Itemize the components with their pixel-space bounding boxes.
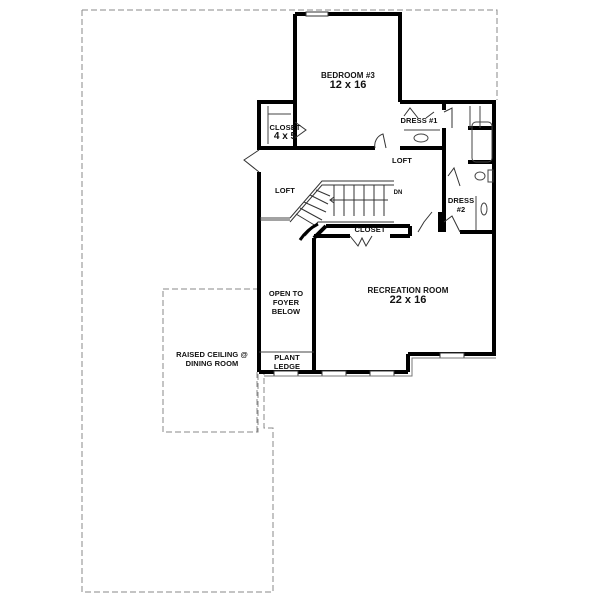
- room-size: 22 x 16: [389, 294, 427, 306]
- stair-down-label: DN: [394, 190, 403, 196]
- label-line: RAISED CEILING @: [176, 350, 248, 359]
- label-line: FOYER: [272, 298, 300, 307]
- staircase: [289, 180, 394, 241]
- bedroom3-label: BEDROOM #3 12 x 16: [321, 72, 375, 91]
- room-name: CLOSET: [269, 123, 301, 132]
- room-name: BEDROOM #3: [321, 71, 375, 80]
- label-line: LEDGE: [273, 362, 301, 371]
- label-line: PLANT: [274, 353, 300, 362]
- room-name: RECREATION ROOM: [367, 286, 449, 295]
- plant-ledge-label: PLANT LEDGE: [274, 353, 300, 371]
- first-floor-outline: [81, 9, 498, 593]
- doors: [243, 107, 461, 248]
- dress2-label: DRESS #2: [448, 196, 474, 214]
- recreation-room-label: RECREATION ROOM 22 x 16: [368, 287, 449, 306]
- closet-upper-label: CLOSET 4 x 5: [269, 124, 300, 142]
- room-size: 4 x 5: [273, 130, 297, 142]
- room-name-line2: #2: [456, 205, 466, 214]
- raised-ceiling-label: RAISED CEILING @ DINING ROOM: [176, 350, 248, 368]
- stair-direction: DN: [393, 190, 403, 196]
- loft-left-label: LOFT: [275, 187, 295, 195]
- closet-lower-label: CLOSET: [354, 226, 385, 234]
- windows: [273, 11, 465, 377]
- room-name: LOFT: [392, 156, 412, 165]
- loft-right-label: LOFT: [392, 157, 412, 165]
- label-line: OPEN TO: [268, 289, 304, 298]
- room-name: LOFT: [275, 186, 295, 195]
- exterior-offset: [264, 357, 496, 377]
- room-name: DRESS #1: [400, 116, 438, 125]
- label-line: DINING ROOM: [185, 359, 239, 368]
- open-foyer-label: OPEN TO FOYER BELOW: [269, 289, 303, 316]
- thin-lines: [259, 106, 494, 353]
- dress1-label: DRESS #1: [400, 117, 437, 125]
- room-name: DRESS: [447, 196, 475, 205]
- room-name: CLOSET: [354, 225, 386, 234]
- label-line: BELOW: [271, 307, 301, 316]
- room-size: 12 x 16: [329, 79, 367, 91]
